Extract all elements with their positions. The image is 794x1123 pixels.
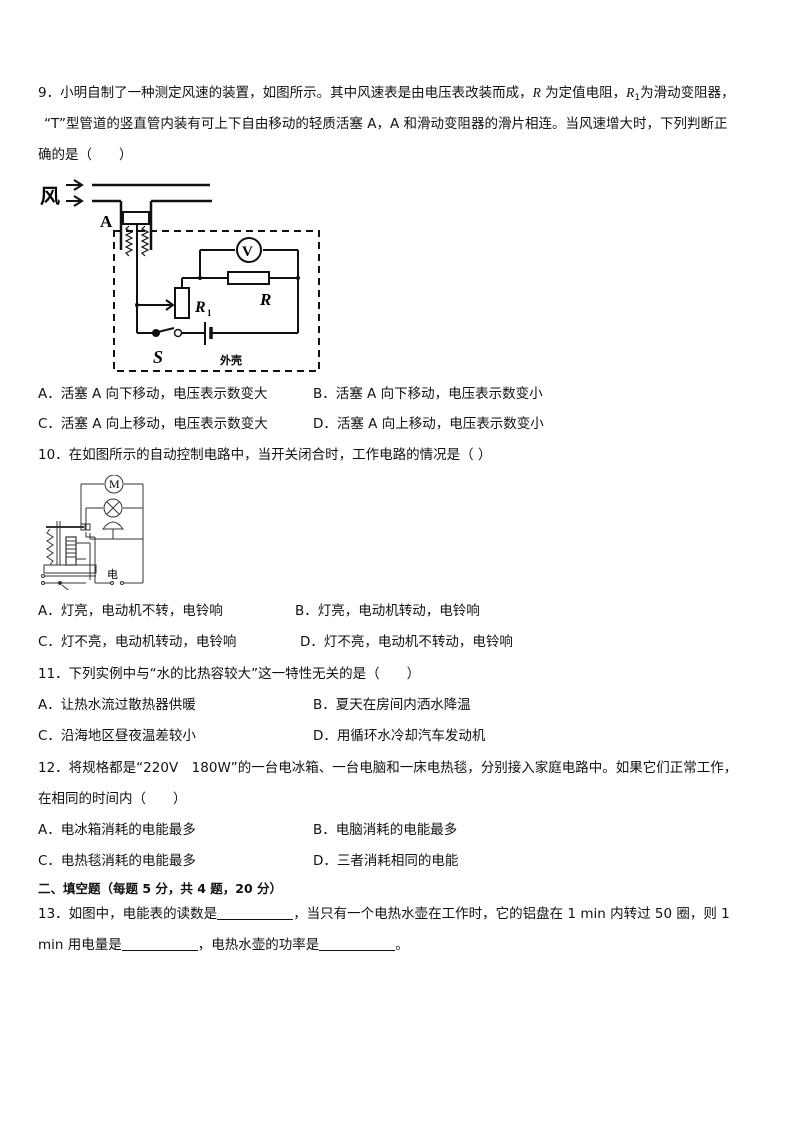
resistor-icon xyxy=(227,271,270,285)
q9-stem-line1: 9．小明自制了一种测定风速的装置，如图所示。其中风速表是由电压表改装而成，R 为… xyxy=(38,84,735,107)
rheostat-label: R xyxy=(194,299,206,316)
q10-stem: 10．在如图所示的自动控制电路中，当开关闭合时，工作电路的情况是（ ） xyxy=(38,447,492,463)
rheostat-sub: 1 xyxy=(207,308,212,318)
q13-text-3: min 用电量是 xyxy=(38,937,122,953)
q9-wind-speed-circuit-figure: 风 A V R R 1 xyxy=(40,179,320,372)
housing-label: 外壳 xyxy=(219,353,242,367)
q9-option-a[interactable]: A．活塞 A 向下移动，电压表示数变大 xyxy=(38,386,268,402)
q12-stem-line2: 在相同的时间内（ ） xyxy=(38,791,187,807)
section-2-heading: 二、填空题（每题 5 分，共 4 题，20 分） xyxy=(38,881,283,896)
q12-stem-line1: 12．将规格都是“220V 180W”的一台电冰箱、一台电脑和一床电热毯，分别接… xyxy=(38,760,738,776)
q13-line2: min 用电量是 ，电热水壶的功率是 。 xyxy=(38,936,409,954)
q9-var-R1-sub: 1 xyxy=(634,93,641,103)
q11-option-c[interactable]: C．沿海地区昼夜温差较小 xyxy=(38,728,196,744)
q9-stem-line3: 确的是（ ） xyxy=(38,147,133,163)
q11-option-b[interactable]: B．夏天在房间内洒水降温 xyxy=(313,697,471,713)
q9-var-R: R xyxy=(532,85,541,100)
wind-arrows-icon xyxy=(66,179,84,207)
rheostat-icon xyxy=(174,287,190,319)
q13-text-5: 。 xyxy=(395,937,409,953)
q12-option-d[interactable]: D．三者消耗相同的电能 xyxy=(313,853,459,869)
q10-option-a[interactable]: A．灯亮，电动机不转，电铃响 xyxy=(38,603,223,619)
battery-icon xyxy=(204,322,213,345)
q9-var-R1: R xyxy=(626,85,635,100)
resistor-label: R xyxy=(259,290,271,309)
housing-dashed-box xyxy=(113,230,320,372)
switch-label: S xyxy=(153,347,163,367)
q13-text-1: 13．如图中，电能表的读数是 xyxy=(38,906,218,922)
q13-text-2: ，当只有一个电热水壶在工作时，它的铝盘在 1 min 内转过 50 圈，则 1 xyxy=(293,906,730,922)
q11-stem: 11．下列实例中与“水的比热容较大”这一特性无关的是（ ） xyxy=(38,666,421,682)
q9-text-1: 9．小明自制了一种测定风速的装置，如图所示。其中风速表是由电压表改装而成， xyxy=(38,85,533,101)
q9-option-b[interactable]: B．活塞 A 向下移动，电压表示数变小 xyxy=(313,386,543,402)
voltmeter-icon xyxy=(236,237,262,263)
q9-text-3: 为滑动变阻器， xyxy=(640,85,735,101)
voltmeter-label: V xyxy=(242,244,253,260)
q9-option-d[interactable]: D．活塞 A 向上移动，电压表示数变小 xyxy=(313,416,544,432)
q12-option-c[interactable]: C．电热毯消耗的电能最多 xyxy=(38,853,196,869)
q13-text-4: ，电热水壶的功率是 xyxy=(197,937,320,953)
power-label: 电 xyxy=(107,568,118,581)
q13-blank-power[interactable] xyxy=(319,936,396,951)
wind-label: 风 xyxy=(40,186,60,208)
q9-option-c[interactable]: C．活塞 A 向上移动，电压表示数变大 xyxy=(38,416,268,432)
piston-label: A xyxy=(100,212,113,231)
q11-option-a[interactable]: A．让热水流过散热器供暖 xyxy=(38,697,196,713)
switch-icon xyxy=(152,327,183,338)
q10-relay-circuit-figure: M 电 xyxy=(41,475,144,590)
q13-blank-meter-reading[interactable] xyxy=(217,905,294,920)
circuit-wires xyxy=(136,224,299,334)
t-pipe xyxy=(92,183,212,250)
q10-option-b[interactable]: B．灯亮，电动机转动，电铃响 xyxy=(295,603,480,619)
q11-option-d[interactable]: D．用循环水冷却汽车发动机 xyxy=(313,728,486,744)
q12-option-b[interactable]: B．电脑消耗的电能最多 xyxy=(313,822,458,838)
q9-text-2: 为定值电阻， xyxy=(540,85,627,101)
q10-option-c[interactable]: C．灯不亮，电动机转动，电铃响 xyxy=(38,634,237,650)
motor-label: M xyxy=(109,477,120,491)
q9-stem-line2: “T”型管道的竖直管内装有可上下自由移动的轻质活塞 A，A 和滑动变阻器的滑片相… xyxy=(44,116,728,132)
q12-option-a[interactable]: A．电冰箱消耗的电能最多 xyxy=(38,822,196,838)
q10-option-d[interactable]: D．灯不亮，电动机不转动，电铃响 xyxy=(300,634,513,650)
q13-blank-energy[interactable] xyxy=(121,936,198,951)
q13-line1: 13．如图中，电能表的读数是 ，当只有一个电热水壶在工作时，它的铝盘在 1 min… xyxy=(38,905,730,923)
